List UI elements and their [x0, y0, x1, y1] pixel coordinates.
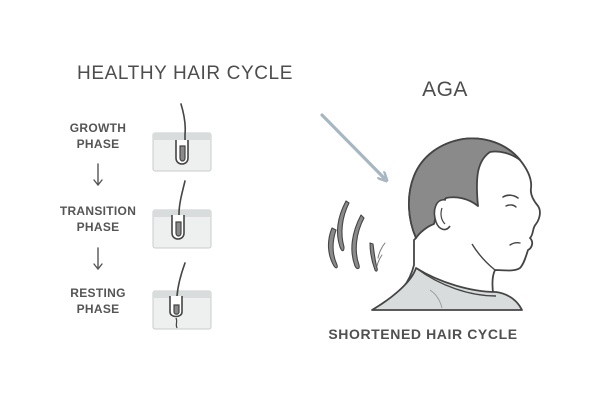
transition-phase-label: TRANSITION PHASE: [38, 203, 158, 235]
transition-follicle-icon: [152, 180, 212, 249]
blue-arrow-icon: [320, 113, 384, 178]
resting-phase-label: RESTING PHASE: [38, 285, 158, 317]
healthy-hair-cycle-title: HEALTHY HAIR CYCLE: [77, 63, 293, 84]
growth-phase-label-line1: GROWTH: [69, 121, 127, 135]
growth-phase-label-line2: PHASE: [76, 137, 120, 151]
hair-motion-lines-icon: [376, 242, 386, 267]
resting-phase-label-line1: RESTING: [70, 286, 126, 300]
growth-phase-label: GROWTH PHASE: [38, 120, 158, 152]
shoulder-shirt-icon: [371, 267, 523, 311]
resting-follicle-icon: [152, 262, 212, 330]
arrow-down-icon: [93, 247, 103, 271]
shortened-hair-cycle-caption: SHORTENED HAIR CYCLE: [328, 326, 518, 342]
resting-phase-label-line2: PHASE: [76, 302, 120, 316]
transition-phase-label-line1: TRANSITION: [59, 204, 137, 218]
transition-phase-label-line2: PHASE: [76, 220, 120, 234]
aga-title: AGA: [422, 78, 468, 101]
growth-follicle-icon: [152, 103, 212, 172]
arrow-down-icon: [93, 163, 103, 187]
balding-head-icon: [379, 137, 541, 310]
falling-hair-icon: [327, 200, 378, 272]
